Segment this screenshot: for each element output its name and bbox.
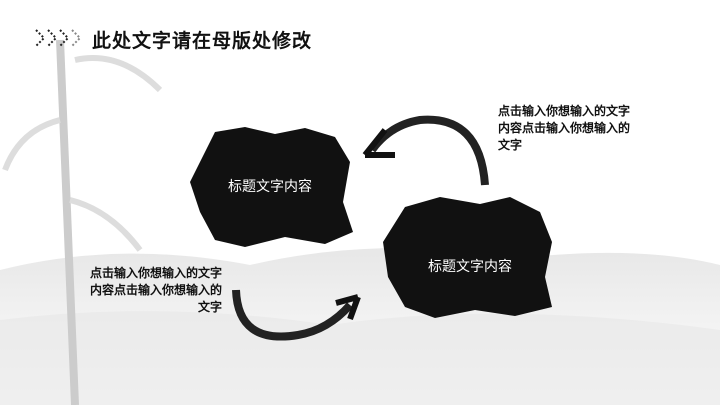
text-line: 内容点击输入你想输入的 — [89, 283, 222, 297]
box-title-2: 标题文字内容 — [428, 259, 512, 275]
page-title: 此处文字请在母版处修改 — [92, 30, 313, 52]
brush-arrow-top-icon — [362, 115, 489, 186]
ink-blot-2 — [383, 197, 552, 318]
description-text-2: 点击输入你想输入的文字 内容点击输入你想输入的 文字 — [66, 265, 222, 316]
text-line: 文字 — [498, 138, 523, 152]
text-line: 点击输入你想输入的文字 — [498, 104, 631, 118]
text-line: 文字 — [197, 300, 222, 314]
chevron-arrows-icon — [35, 29, 82, 47]
ink-blot-1 — [190, 127, 353, 247]
description-text-1: 点击输入你想输入的文字 内容点击输入你想输入的 文字 — [498, 103, 630, 154]
brush-arrow-bottom-icon — [232, 289, 361, 341]
box-title-1: 标题文字内容 — [228, 179, 312, 195]
text-line: 内容点击输入你想输入的 — [498, 121, 631, 135]
text-line: 点击输入你想输入的文字 — [89, 266, 222, 280]
